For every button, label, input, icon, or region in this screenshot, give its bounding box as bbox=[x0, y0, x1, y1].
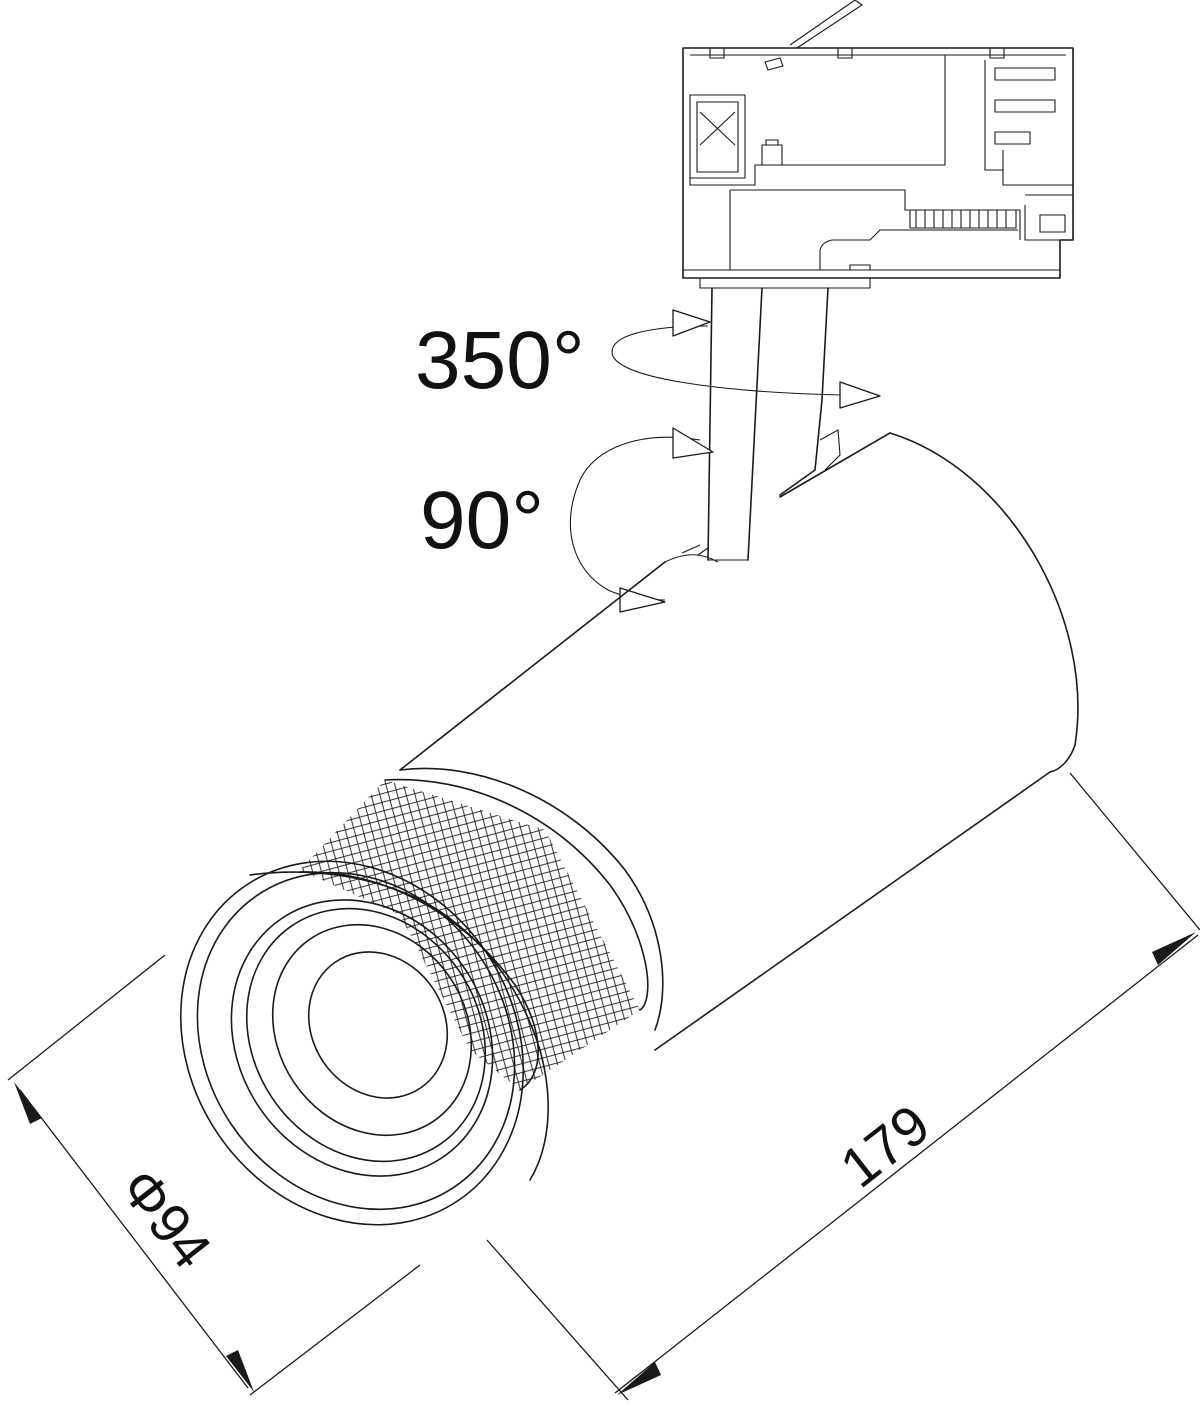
rotation-90-arrow bbox=[569, 427, 714, 613]
length-label: 179 bbox=[829, 1092, 941, 1199]
lens bbox=[307, 951, 449, 1099]
diameter-dimension bbox=[7, 954, 421, 1396]
rotation-350-label: 350° bbox=[415, 315, 585, 406]
rotation-350-arrow bbox=[611, 309, 881, 409]
track-adapter bbox=[682, 0, 1074, 279]
dip-switch bbox=[909, 209, 1017, 229]
knurled-ring bbox=[299, 767, 664, 1091]
front-bezel bbox=[179, 860, 549, 1226]
mounting-arm bbox=[681, 278, 871, 561]
diameter-label: Φ94 bbox=[109, 1157, 225, 1280]
length-dimension bbox=[486, 772, 1200, 1401]
spotlight-body bbox=[399, 432, 1079, 1051]
rotation-90-label: 90° bbox=[420, 475, 544, 566]
